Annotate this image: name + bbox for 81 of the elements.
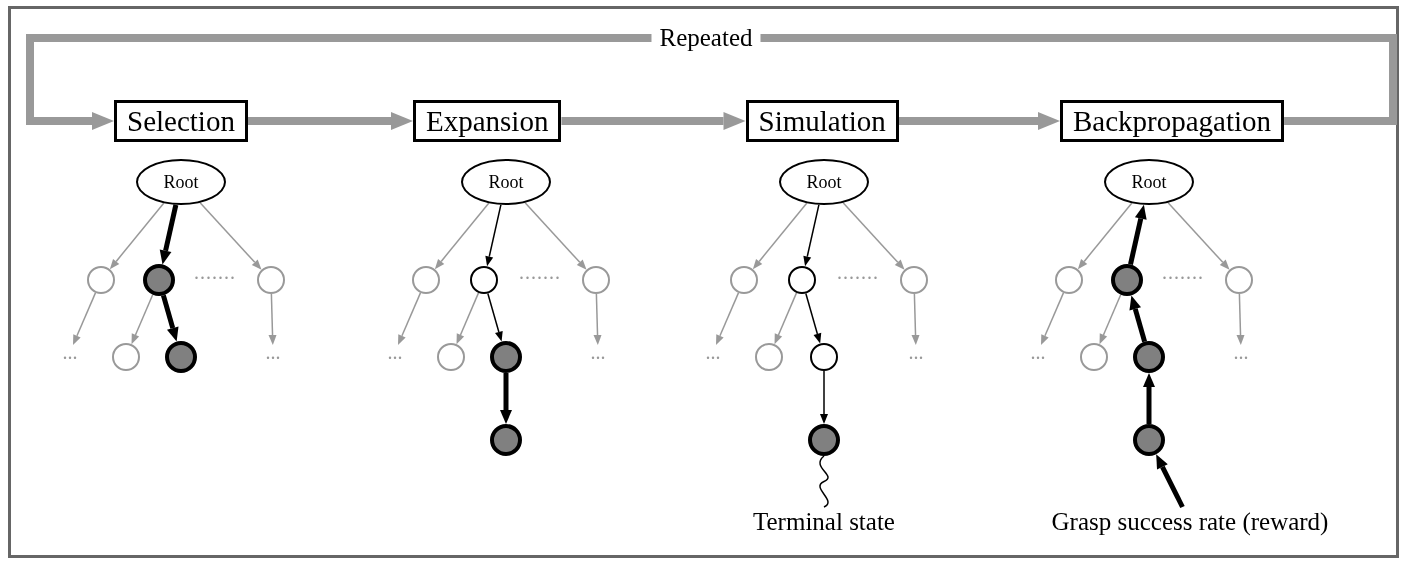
arrow: [398, 292, 422, 345]
arrow: [1167, 202, 1230, 270]
tree-node: [1133, 424, 1165, 456]
arrow: [487, 292, 503, 342]
arrow: [199, 202, 262, 270]
tree-node: [1111, 264, 1143, 296]
arrow: [898, 112, 1060, 130]
tree-node: [1055, 266, 1083, 294]
arrow: [159, 204, 179, 265]
ellipsis-text: ...: [1030, 345, 1046, 359]
ellipsis-text: .......: [519, 260, 561, 284]
tree-node: [582, 266, 610, 294]
arrow: [820, 370, 828, 424]
tree-node: [412, 266, 440, 294]
ellipsis-text: ...: [265, 345, 281, 359]
arrow: [803, 204, 820, 267]
tree-node: [1225, 266, 1253, 294]
arrow: [268, 293, 277, 345]
text-label: Terminal state: [753, 507, 895, 537]
ellipsis-text: .......: [194, 260, 236, 284]
tree-node: [490, 424, 522, 456]
tree-node: [143, 264, 175, 296]
ellipsis-text: ...: [1233, 345, 1249, 359]
ellipsis-text: ...: [387, 345, 403, 359]
tree-node: [1080, 343, 1108, 371]
ellipsis-text: .......: [1162, 260, 1204, 284]
tree-node: [810, 343, 838, 371]
arrow: [524, 202, 587, 270]
arrow: [1077, 202, 1133, 270]
arrow: [1129, 295, 1147, 343]
arrow: [1128, 204, 1147, 265]
tree-node: [1133, 341, 1165, 373]
tree-node: [755, 343, 783, 371]
arrow: [1156, 454, 1185, 509]
tree-node: [257, 266, 285, 294]
arrow: [247, 112, 413, 130]
arrow: [456, 292, 480, 345]
arrow: [752, 202, 808, 270]
ellipsis-text: .......: [837, 260, 879, 284]
arrow: [109, 202, 165, 270]
arrow: [911, 293, 920, 345]
arrow: [500, 373, 512, 424]
arrow: [73, 292, 97, 345]
root-node: Root: [1104, 159, 1194, 205]
root-node: Root: [779, 159, 869, 205]
tree-node: [900, 266, 928, 294]
tree-node: [730, 266, 758, 294]
tree-node: [490, 341, 522, 373]
text-label: Grasp success rate (reward): [1051, 507, 1329, 537]
arrow: [593, 293, 602, 345]
step-box: Expansion: [413, 100, 562, 142]
ellipsis-text: ...: [705, 345, 721, 359]
tree-node: [808, 424, 840, 456]
arrow: [485, 204, 502, 267]
ellipsis-text: ...: [908, 345, 924, 359]
step-box: Simulation: [745, 100, 899, 142]
arrow: [805, 292, 822, 344]
step-box: Backpropagation: [1060, 100, 1285, 142]
arrow: [1236, 293, 1245, 345]
tree-node: [165, 341, 197, 373]
step-box: Selection: [114, 100, 248, 142]
tree-node: [87, 266, 115, 294]
tree-node: [437, 343, 465, 371]
ellipsis-text: ...: [62, 345, 78, 359]
arrow: [842, 202, 905, 270]
arrow: [161, 294, 179, 342]
arrow: [716, 292, 740, 345]
arrow: [131, 293, 154, 345]
ellipsis-text: ...: [590, 345, 606, 359]
arrow: [1099, 293, 1122, 345]
root-node: Root: [461, 159, 551, 205]
arrow: [26, 34, 1397, 130]
root-node: Root: [136, 159, 226, 205]
arrow: [561, 112, 746, 130]
tree-node: [112, 343, 140, 371]
arrow: [434, 202, 490, 270]
arrow: [1143, 373, 1155, 424]
arrow: [774, 292, 798, 345]
tree-node: [788, 266, 816, 294]
tree-node: [470, 266, 498, 294]
arrow: [1041, 292, 1065, 345]
